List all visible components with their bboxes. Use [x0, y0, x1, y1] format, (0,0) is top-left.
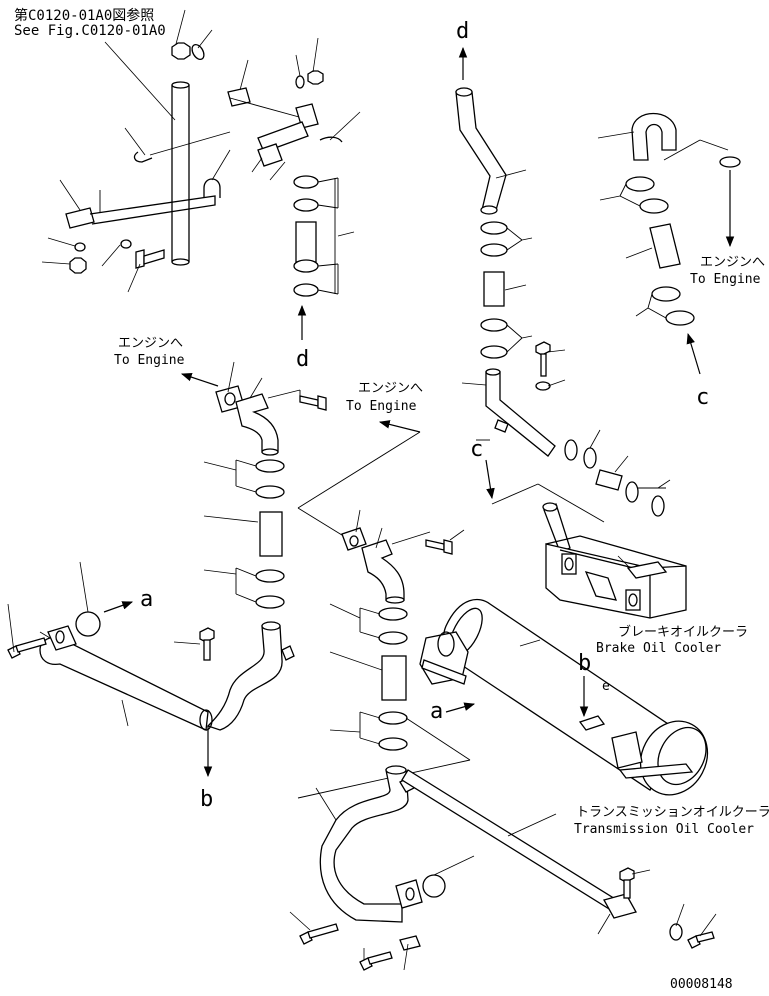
center-group: エンジンへ To Engine a: [289, 381, 476, 971]
ref-b-right: b: [578, 651, 591, 676]
transmission-oil-cooler: b e トランスミッションオイルクーラ Transmission Oil Coo…: [401, 598, 769, 949]
ref-d-top: d: [456, 19, 469, 44]
brake-oil-cooler: c ブレーキオイルクーラ Brake Oil Cooler: [470, 437, 748, 656]
ref-a-left: a: [140, 587, 153, 612]
brake-cooler-label-en: Brake Oil Cooler: [596, 641, 721, 656]
to-engine-label-jp-center: エンジンへ: [358, 381, 423, 396]
brake-cooler-label-jp: ブレーキオイルクーラ: [618, 624, 748, 640]
to-engine-label-en-center: To Engine: [346, 399, 417, 414]
ref-d-bottom: d: [296, 347, 309, 372]
ref-c-left: c: [470, 437, 483, 462]
left-middle-group: エンジンへ To Engine: [7, 336, 327, 812]
see-fig-label-en: See Fig.C0120-01A0: [14, 23, 166, 39]
to-engine-label-jp-right: エンジンへ: [700, 255, 765, 270]
ref-a-center: a: [430, 699, 443, 724]
to-engine-label-en-left: To Engine: [114, 353, 185, 368]
ref-c-right: c: [696, 385, 709, 410]
top-middle-group: d: [455, 19, 671, 517]
small-e-mark: e: [602, 679, 610, 694]
top-left-group: 第C0120-01A0図参照 See Fig.C0120-01A0: [14, 7, 361, 372]
to-engine-label-en-right: To Engine: [690, 272, 761, 287]
drawing-number: 00008148: [670, 977, 733, 992]
ref-b-left: b: [200, 787, 213, 812]
trans-cooler-label-jp: トランスミッションオイルクーラ: [576, 805, 769, 820]
top-right-group: エンジンへ To Engine c: [597, 112, 765, 410]
trans-cooler-label-en: Transmission Oil Cooler: [574, 822, 754, 837]
to-engine-label-jp-left: エンジンへ: [118, 336, 183, 351]
see-fig-label-jp: 第C0120-01A0図参照: [14, 7, 154, 24]
